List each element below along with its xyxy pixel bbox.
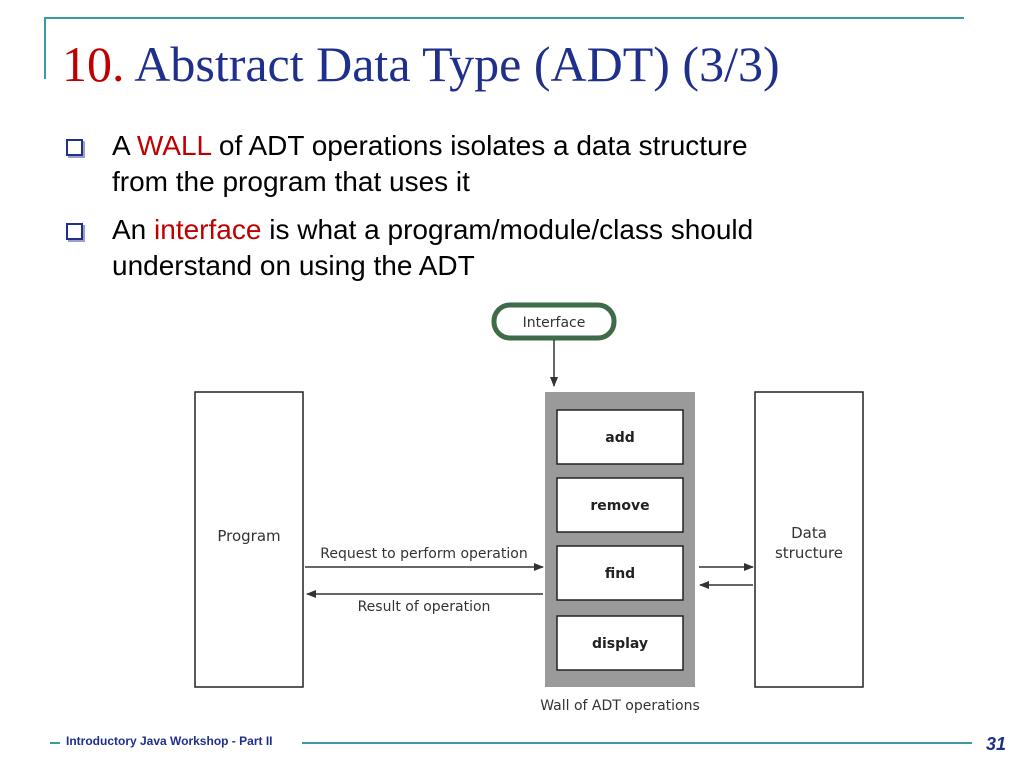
request-label: Request to perform operation: [320, 546, 527, 562]
bullet-box-icon: [66, 223, 83, 240]
program-label: Program: [217, 527, 280, 545]
operation-remove-box: [556, 477, 684, 533]
bullet-highlight: WALL: [136, 130, 212, 161]
slide-title: 10. Abstract Data Type (ADT) (3/3): [62, 34, 780, 94]
bullet-text-post: is what a program/module/class should: [261, 214, 754, 245]
slide-frame-left: [44, 17, 46, 79]
operation-find-box: [556, 545, 684, 601]
bullet-text-pre: A: [112, 130, 137, 161]
result-label: Result of operation: [358, 599, 491, 615]
data-structure-label-line1: Data: [791, 524, 827, 542]
program-box: [194, 391, 304, 688]
bullet-text-line2: from the program that uses it: [112, 166, 470, 197]
operation-add-box: [556, 409, 684, 465]
footer-text: Introductory Java Workshop - Part II: [66, 734, 273, 748]
slide-frame-top: [44, 17, 964, 19]
page-number: 31: [986, 734, 1007, 754]
operation-display-box: [556, 615, 684, 671]
bullet-item-wall: A WALL of ADT operations isolates a data…: [60, 128, 960, 200]
data-structure-label-line2: structure: [775, 544, 843, 562]
bullet-text-post: of ADT operations isolates a data struct…: [211, 130, 748, 161]
interface-label: Interface: [523, 315, 586, 331]
interface-pill: [491, 302, 617, 341]
operation-find-label: find: [605, 566, 635, 582]
title-number: 10.: [62, 36, 125, 92]
footer-rule-left: [50, 742, 60, 744]
data-structure-box: [754, 391, 864, 688]
footer-rule-right: [302, 742, 972, 744]
bullet-item-interface: An interface is what a program/module/cl…: [60, 212, 960, 284]
operation-add-label: add: [605, 430, 635, 446]
bullet-text-line2: understand on using the ADT: [112, 250, 475, 281]
operation-display-label: display: [592, 636, 648, 652]
bullet-list: A WALL of ADT operations isolates a data…: [60, 128, 960, 296]
bullet-highlight: interface: [154, 214, 262, 245]
wall-label: Wall of ADT operations: [540, 698, 700, 714]
operation-remove-label: remove: [590, 498, 649, 514]
bullet-text-pre: An: [112, 214, 155, 245]
title-text: Abstract Data Type (ADT) (3/3): [134, 36, 780, 92]
bullet-box-icon: [66, 139, 83, 156]
